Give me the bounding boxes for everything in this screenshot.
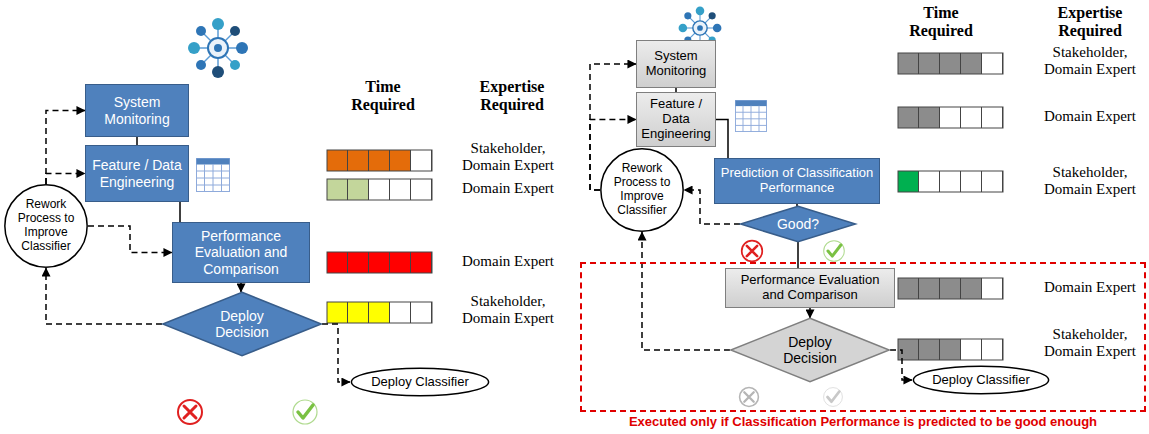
network-icon xyxy=(188,18,248,78)
label-slot: Stakeholder, Domain Expert xyxy=(452,140,564,175)
column-header: Time Required xyxy=(338,78,428,115)
column-header: Expertise Required xyxy=(1040,4,1140,41)
expertise-label: Domain Expert xyxy=(1036,279,1144,296)
expertise-label: Stakeholder, Domain Expert xyxy=(452,293,564,328)
feedback-arrow xyxy=(46,174,85,185)
label-slot: Domain Expert xyxy=(1036,279,1144,296)
expertise-label: Domain Expert xyxy=(1036,108,1144,125)
column-header: Expertise Required xyxy=(462,78,562,115)
node-label: Performance Evaluation and Comparison xyxy=(730,273,890,303)
table-icon xyxy=(735,100,767,132)
label-slot: Stakeholder, Domain Expert xyxy=(1036,326,1144,361)
node-label: Deploy Decision xyxy=(765,334,855,366)
expertise-label: Stakeholder, Domain Expert xyxy=(1036,44,1144,79)
node-label: Feature / Data Engineering xyxy=(641,97,711,142)
reject-icon xyxy=(742,241,763,262)
feedback-arrow xyxy=(890,350,912,380)
feedback-arrow xyxy=(46,268,162,324)
region-caption: Executed only if Classification Performa… xyxy=(580,415,1146,430)
reject-icon xyxy=(178,400,202,424)
node-label: Prediction of Classification Performance xyxy=(719,166,875,196)
time-bar xyxy=(898,107,1003,128)
process-box: System Monitoring xyxy=(85,84,189,137)
feedback-arrow xyxy=(88,226,172,253)
decision-diamond: Good? xyxy=(740,206,856,242)
flow-connector xyxy=(797,242,799,268)
accept-icon xyxy=(824,241,845,262)
node-label: Performance Evaluation and Comparison xyxy=(177,228,305,276)
flow-connector xyxy=(136,137,138,145)
label-slot: Stakeholder, Domain Expert xyxy=(1036,44,1144,79)
feedback-arrow xyxy=(322,324,350,382)
process-box: Feature / Data Engineering xyxy=(85,145,189,202)
rework-circle: Rework Process to Improve Classifier xyxy=(600,148,684,232)
label-slot: Domain Expert xyxy=(1036,108,1144,125)
expertise-label: Domain Expert xyxy=(452,253,564,270)
process-box: Performance Evaluation and Comparison xyxy=(172,222,310,283)
process-box: Performance Evaluation and Comparison xyxy=(725,268,895,308)
decision-diamond: Deploy Decision xyxy=(162,292,322,356)
label-slot: Stakeholder, Domain Expert xyxy=(1036,164,1144,199)
expertise-label: Stakeholder, Domain Expert xyxy=(1036,326,1144,361)
time-bar xyxy=(898,278,1003,299)
terminal-ellipse: Deploy Classifier xyxy=(912,366,1050,394)
time-bar xyxy=(327,179,432,200)
time-bar xyxy=(898,53,1003,74)
label-slot: Expertise Required xyxy=(1040,4,1140,41)
feedback-arrow xyxy=(642,232,730,350)
feedback-arrow xyxy=(46,111,85,185)
decision-diamond: Deploy Decision xyxy=(730,318,890,382)
node-label: Feature / Data Engineering xyxy=(90,157,184,189)
process-box: Prediction of Classification Performance xyxy=(714,158,880,204)
terminal-ellipse: Deploy Classifier xyxy=(350,368,490,396)
time-bar xyxy=(327,252,432,273)
time-bar xyxy=(327,302,432,323)
accept-icon xyxy=(824,388,843,407)
node-label: Rework Process to Improve Classifier xyxy=(610,162,674,217)
expertise-label: Stakeholder, Domain Expert xyxy=(1036,164,1144,199)
process-box: System Monitoring xyxy=(636,40,716,88)
label-slot: Time Required xyxy=(338,78,428,115)
node-label: Deploy Classifier xyxy=(358,375,481,390)
table-icon xyxy=(196,159,230,193)
expertise-label: Domain Expert xyxy=(452,180,564,197)
node-label: System Monitoring xyxy=(90,94,184,126)
time-bar xyxy=(898,339,1003,360)
flow-connector xyxy=(809,308,811,318)
time-bar xyxy=(327,150,432,171)
label-slot: Stakeholder, Domain Expert xyxy=(452,293,564,328)
expertise-label: Stakeholder, Domain Expert xyxy=(452,140,564,175)
label-slot: Expertise Required xyxy=(462,78,562,115)
flow-connector xyxy=(716,119,728,158)
accept-icon xyxy=(293,400,317,424)
node-label: Rework Process to Improve Classifier xyxy=(14,198,78,253)
node-label: System Monitoring xyxy=(641,49,711,79)
time-bar xyxy=(898,171,1003,192)
label-slot: Domain Expert xyxy=(452,180,564,197)
node-label: Good? xyxy=(766,216,831,232)
reject-icon xyxy=(740,388,759,407)
label-slot: Domain Expert xyxy=(452,253,564,270)
rework-circle: Rework Process to Improve Classifier xyxy=(4,184,88,268)
node-label: Deploy Classifier xyxy=(920,373,1041,388)
label-slot: Time Required xyxy=(896,4,986,41)
node-label: Deploy Decision xyxy=(197,308,287,340)
process-box: Feature / Data Engineering xyxy=(636,92,716,147)
column-header: Time Required xyxy=(896,4,986,41)
flow-connector xyxy=(179,202,181,222)
flow-connector xyxy=(240,283,242,292)
